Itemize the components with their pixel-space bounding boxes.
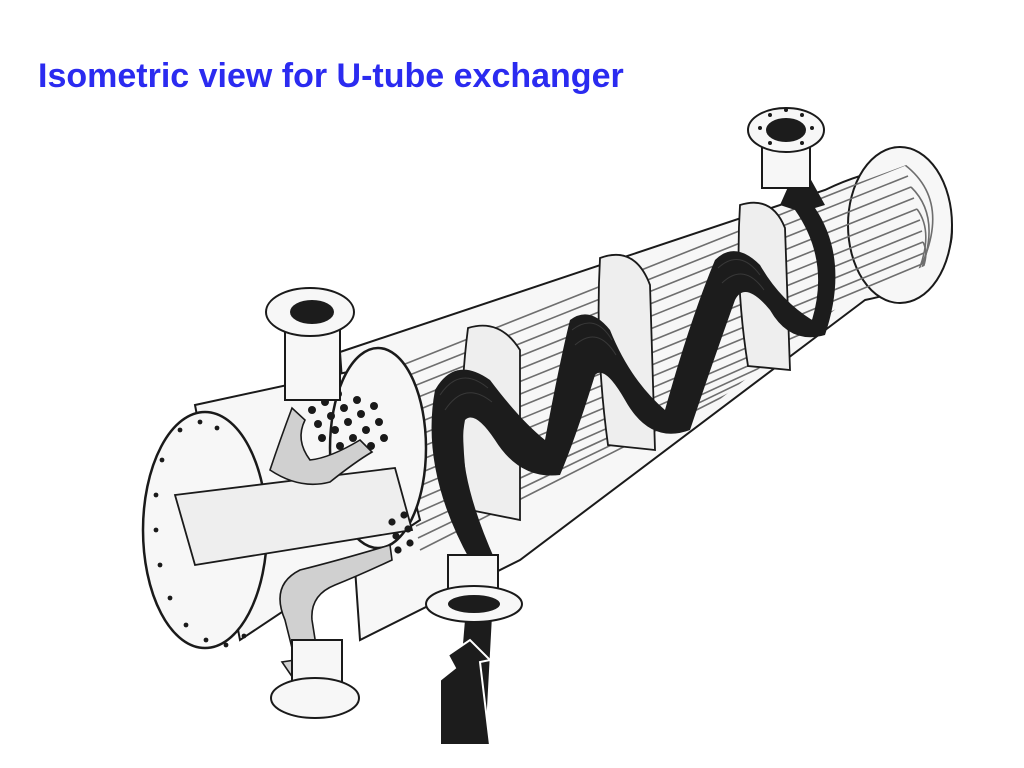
tubesheet-holes [308,390,414,554]
tube-side-outlet-nozzle [270,639,360,719]
channel-cover-bolts [153,419,247,648]
shell-inlet-nozzle [425,554,523,623]
tube-side-inlet-flow [269,406,374,486]
shell-outlet-bolts [758,108,814,145]
tube-inlet-bore [290,300,334,324]
shell-side-flow [431,160,836,746]
shell-outlet-bore [766,118,806,142]
tube-side-inlet-nozzle [265,287,355,401]
shell-inlet-arrow [439,638,493,746]
slide-title: Isometric view for U-tube exchanger [38,57,624,95]
shell-inlet-bore [448,595,500,613]
shell-outlet-nozzle [747,107,825,189]
shell-flow-hatch [439,259,765,411]
shell-end-cap [847,146,953,304]
tube-outlet-flange [270,677,360,719]
tube-inlet-neck [284,329,341,401]
